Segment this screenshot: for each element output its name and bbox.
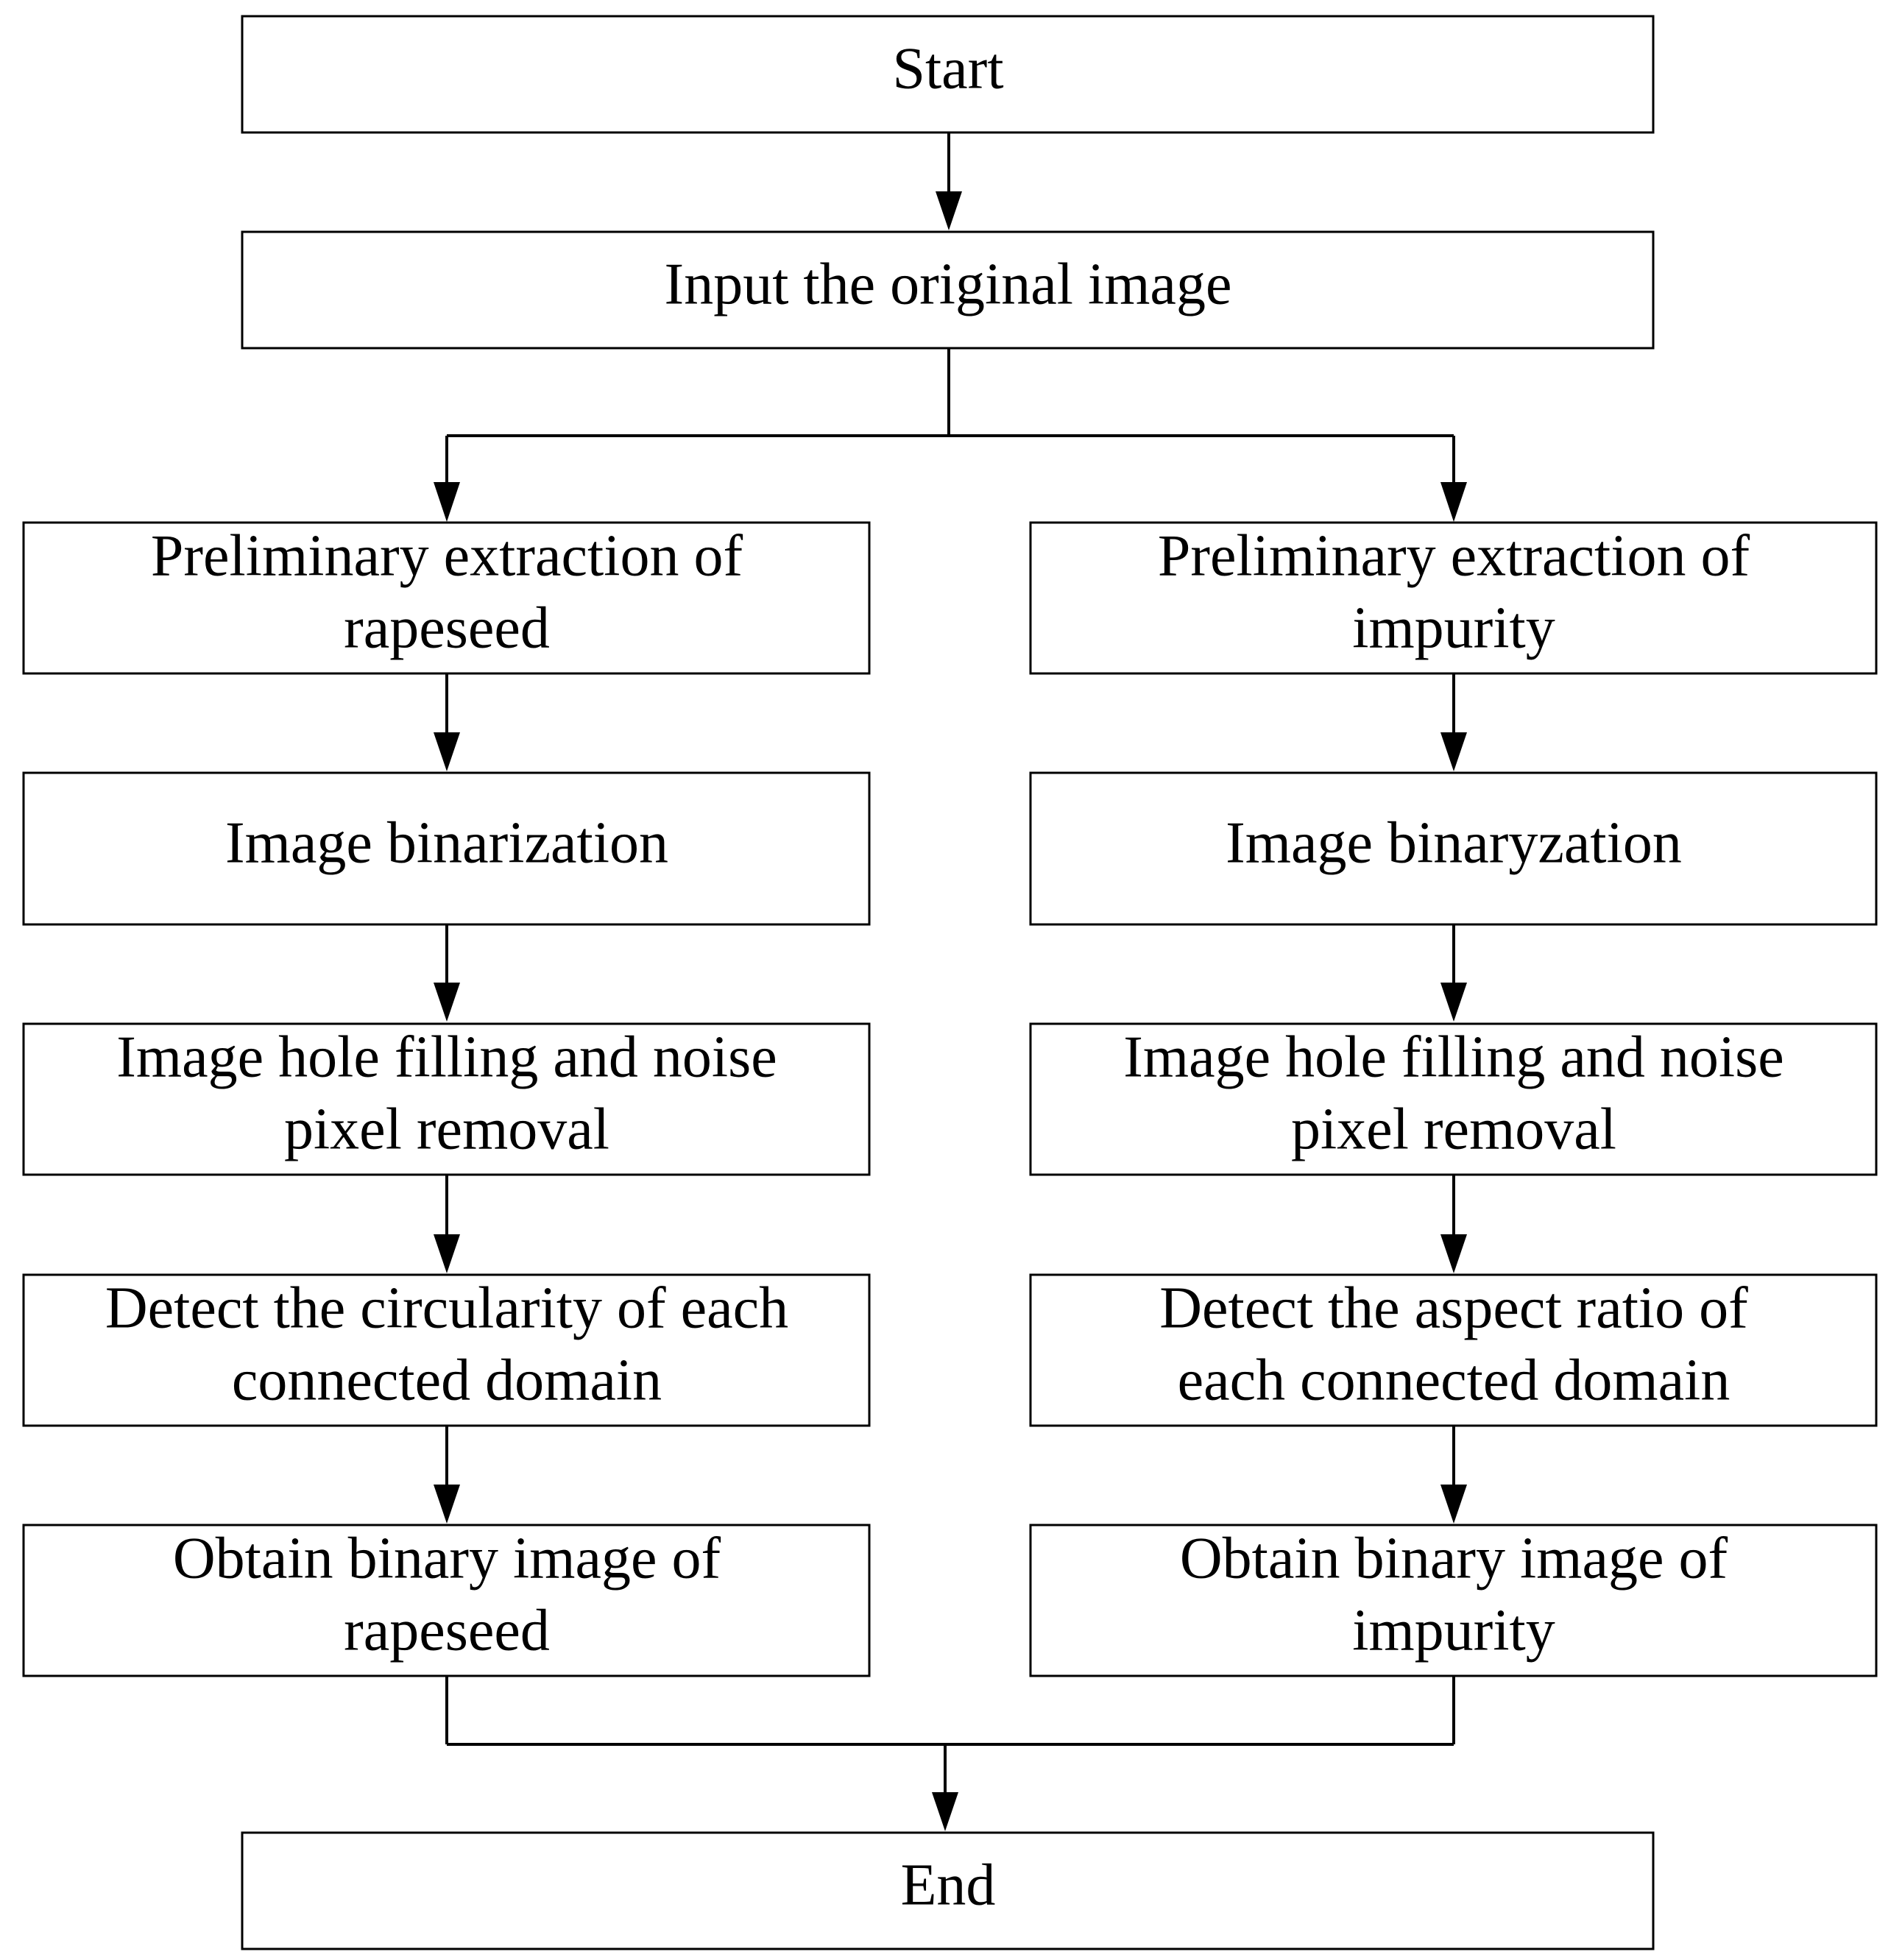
left-obtain-label-line1: Obtain binary image of (173, 1526, 721, 1591)
right-detect-node: Detect the aspect ratio of each connecte… (1029, 1273, 1878, 1427)
right-extract-box (1029, 521, 1878, 675)
right-fill-box (1029, 1022, 1878, 1176)
input-box (241, 230, 1655, 350)
right-binarize-node: Image binaryzation (1029, 771, 1878, 926)
right-detect-label-line2: each connected domain (1178, 1348, 1730, 1412)
arrow-merge-to-end (932, 1792, 958, 1831)
right-extract-label-line2: impurity (1352, 595, 1555, 660)
arrow-right-4 (1440, 1485, 1467, 1524)
right-detect-box (1029, 1273, 1878, 1427)
right-fill-label-line2: pixel removal (1291, 1097, 1616, 1161)
left-obtain-box (22, 1524, 871, 1677)
arrow-left-3 (434, 1234, 460, 1273)
left-extract-label-line2: rapeseed (344, 595, 550, 660)
arrow-left-1 (434, 732, 460, 771)
left-obtain-label-line2: rapeseed (344, 1598, 550, 1663)
end-box (241, 1831, 1655, 1950)
end-label: End (901, 1853, 996, 1917)
left-binarize-label: Image binarization (225, 810, 668, 875)
right-obtain-box (1029, 1524, 1878, 1677)
left-detect-box (22, 1273, 871, 1427)
right-fill-node: Image hole filling and noise pixel remov… (1029, 1022, 1878, 1176)
arrow-split-to-left (434, 482, 460, 522)
arrow-right-3 (1440, 1234, 1467, 1273)
start-label: Start (892, 36, 1003, 101)
left-obtain-node: Obtain binary image of rapeseed (22, 1524, 871, 1677)
start-box (241, 15, 1655, 134)
arrow-left-2 (434, 983, 460, 1022)
right-binarize-box (1029, 771, 1878, 926)
start-node: Start (241, 15, 1655, 134)
right-extract-label-line1: Preliminary extraction of (1158, 523, 1750, 588)
left-detect-node: Detect the circularity of each connected… (22, 1273, 871, 1427)
left-binarize-box (22, 771, 871, 926)
right-obtain-label-line1: Obtain binary image of (1180, 1526, 1728, 1591)
right-fill-label-line1: Image hole filling and noise (1123, 1025, 1784, 1089)
arrow-start-to-input (936, 191, 962, 230)
left-extract-node: Preliminary extraction of rapeseed (22, 521, 871, 675)
right-extract-node: Preliminary extraction of impurity (1029, 521, 1878, 675)
left-fill-box (22, 1022, 871, 1176)
connectors (434, 132, 1467, 1831)
left-binarize-node: Image binarization (22, 771, 871, 926)
input-node: Input the original image (241, 230, 1655, 350)
arrow-left-4 (434, 1485, 460, 1524)
left-detect-label-line1: Detect the circularity of each (105, 1276, 788, 1340)
right-obtain-label-line2: impurity (1352, 1598, 1555, 1663)
left-extract-label-line1: Preliminary extraction of (151, 523, 743, 588)
arrow-split-to-right (1440, 482, 1467, 522)
right-obtain-node: Obtain binary image of impurity (1029, 1524, 1878, 1677)
left-fill-node: Image hole filling and noise pixel remov… (22, 1022, 871, 1176)
left-extract-box (22, 521, 871, 675)
left-fill-label-line2: pixel removal (284, 1097, 609, 1161)
arrow-right-2 (1440, 983, 1467, 1022)
arrow-right-1 (1440, 732, 1467, 771)
end-node: End (241, 1831, 1655, 1950)
left-fill-label-line1: Image hole filling and noise (116, 1025, 777, 1089)
right-detect-label-line1: Detect the aspect ratio of (1159, 1276, 1748, 1340)
left-detect-label-line2: connected domain (232, 1348, 662, 1412)
input-label: Input the original image (665, 252, 1232, 316)
right-binarize-label: Image binaryzation (1226, 810, 1682, 875)
